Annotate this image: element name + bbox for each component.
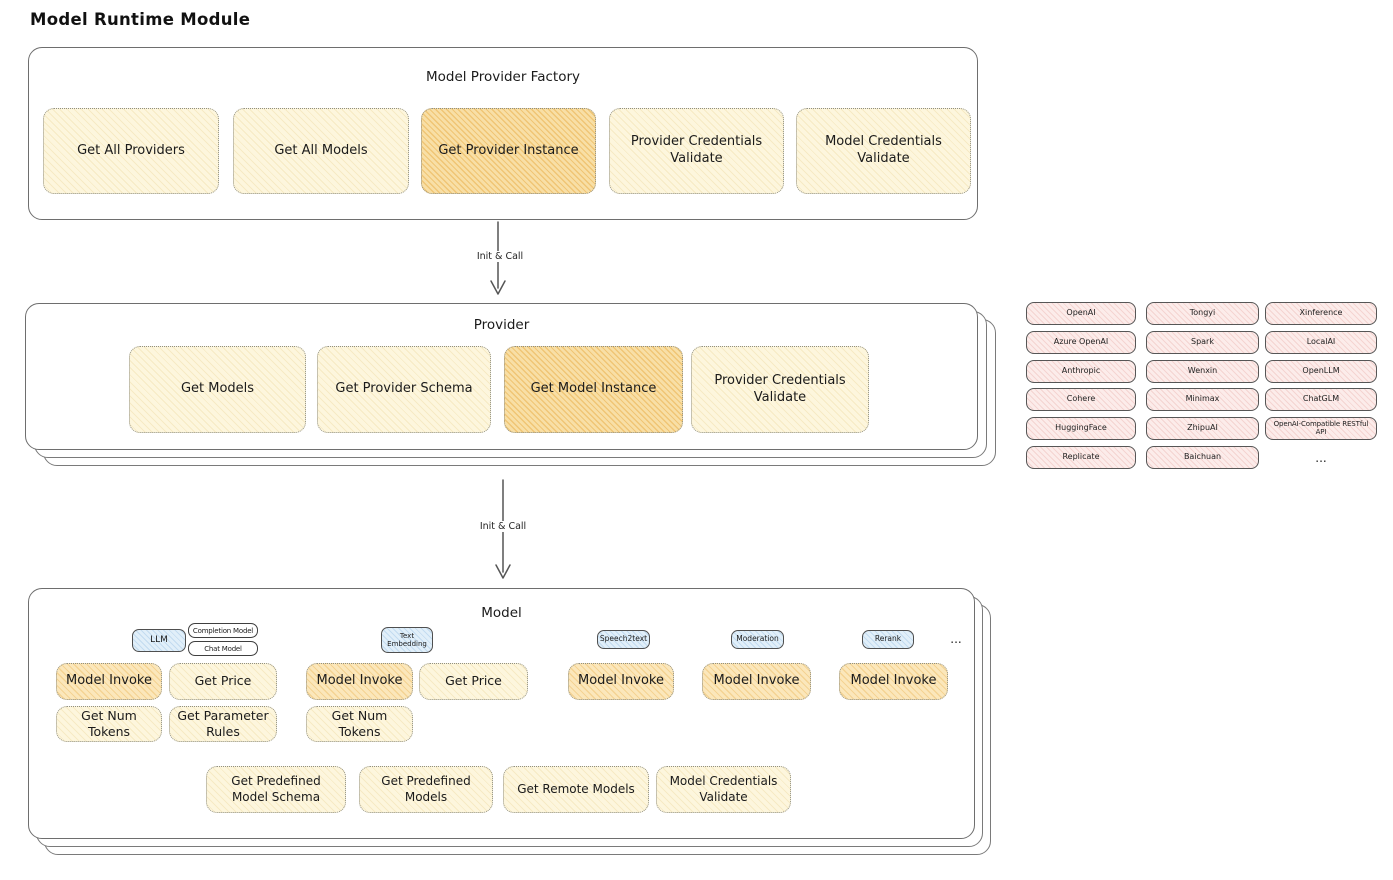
chips-more-ellipsis: ... xyxy=(1315,450,1327,465)
provider-title: Provider xyxy=(473,317,530,333)
node-provider-credentials-validate: Provider Credentials Validate xyxy=(691,346,869,433)
node-model-credentials-validate: Model Credentials Validate xyxy=(656,766,791,813)
node-get-predefined-models: Get Predefined Models xyxy=(359,766,493,813)
node-get-predefined-model-schema: Get Predefined Model Schema xyxy=(206,766,346,813)
chip-openai: OpenAI xyxy=(1026,302,1136,325)
chip-anthropic: Anthropic xyxy=(1026,360,1136,383)
tag-moderation: Moderation xyxy=(731,630,784,649)
chip-replicate: Replicate xyxy=(1026,446,1136,469)
chip-chatglm: ChatGLM xyxy=(1265,388,1377,411)
chip-zhipuai: ZhipuAI xyxy=(1146,417,1259,440)
factory-container: Model Provider Factory Get All Providers… xyxy=(28,47,978,220)
chip-openai-compatible-restful-api: OpenAI-Compatible RESTful API xyxy=(1265,417,1377,440)
node-get-price-llm: Get Price xyxy=(169,663,277,700)
chip-tongyi: Tongyi xyxy=(1146,302,1259,325)
node-get-provider-instance: Get Provider Instance xyxy=(421,108,596,194)
arrow-label-init-call-1: Init & Call xyxy=(470,251,530,263)
model-title: Model xyxy=(481,605,522,621)
tag-llm: LLM xyxy=(132,629,186,652)
node-model-invoke-speech2text: Model Invoke xyxy=(568,663,674,700)
chip-minimax: Minimax xyxy=(1146,388,1259,411)
node-get-parameter-rules: Get Parameter Rules xyxy=(169,706,277,742)
page-title: Model Runtime Module xyxy=(30,10,251,29)
node-get-remote-models: Get Remote Models xyxy=(503,766,649,813)
node-get-models: Get Models xyxy=(129,346,306,433)
node-provider-credentials-validate-factory: Provider Credentials Validate xyxy=(609,108,784,194)
node-model-invoke-rerank: Model Invoke xyxy=(839,663,948,700)
tags-more-ellipsis: ... xyxy=(950,631,962,646)
node-get-model-instance: Get Model Instance xyxy=(504,346,683,433)
chip-huggingface: HuggingFace xyxy=(1026,417,1136,440)
node-model-invoke-llm: Model Invoke xyxy=(56,663,162,700)
chip-wenxin: Wenxin xyxy=(1146,360,1259,383)
chip-azure-openai: Azure OpenAI xyxy=(1026,331,1136,354)
tag-rerank: Rerank xyxy=(862,630,914,649)
model-container: Model LLM Completion Model Chat Model Te… xyxy=(28,588,975,839)
node-get-all-models: Get All Models xyxy=(233,108,409,194)
chip-openllm: OpenLLM xyxy=(1265,360,1377,383)
tag-completion-model: Completion Model xyxy=(188,623,258,638)
node-get-num-tokens-llm: Get Num Tokens xyxy=(56,706,162,742)
factory-title: Model Provider Factory xyxy=(425,69,580,85)
chip-cohere: Cohere xyxy=(1026,388,1136,411)
tag-speech2text: Speech2text xyxy=(597,630,650,649)
node-get-num-tokens-text-embedding: Get Num Tokens xyxy=(306,706,413,742)
tag-text-embedding: Text Embedding xyxy=(381,627,433,653)
node-get-all-providers: Get All Providers xyxy=(43,108,219,194)
node-get-price-text-embedding: Get Price xyxy=(419,663,528,700)
arrow-label-init-call-2: Init & Call xyxy=(473,521,533,533)
node-model-invoke-moderation: Model Invoke xyxy=(702,663,811,700)
chip-spark: Spark xyxy=(1146,331,1259,354)
node-model-invoke-text-embedding: Model Invoke xyxy=(306,663,413,700)
chip-baichuan: Baichuan xyxy=(1146,446,1259,469)
chip-localai: LocalAI xyxy=(1265,331,1377,354)
tag-chat-model: Chat Model xyxy=(188,641,258,656)
chip-xinference: Xinference xyxy=(1265,302,1377,325)
node-get-provider-schema: Get Provider Schema xyxy=(317,346,491,433)
provider-container: Provider Get Models Get Provider Schema … xyxy=(25,303,978,450)
node-model-credentials-validate-factory: Model Credentials Validate xyxy=(796,108,971,194)
